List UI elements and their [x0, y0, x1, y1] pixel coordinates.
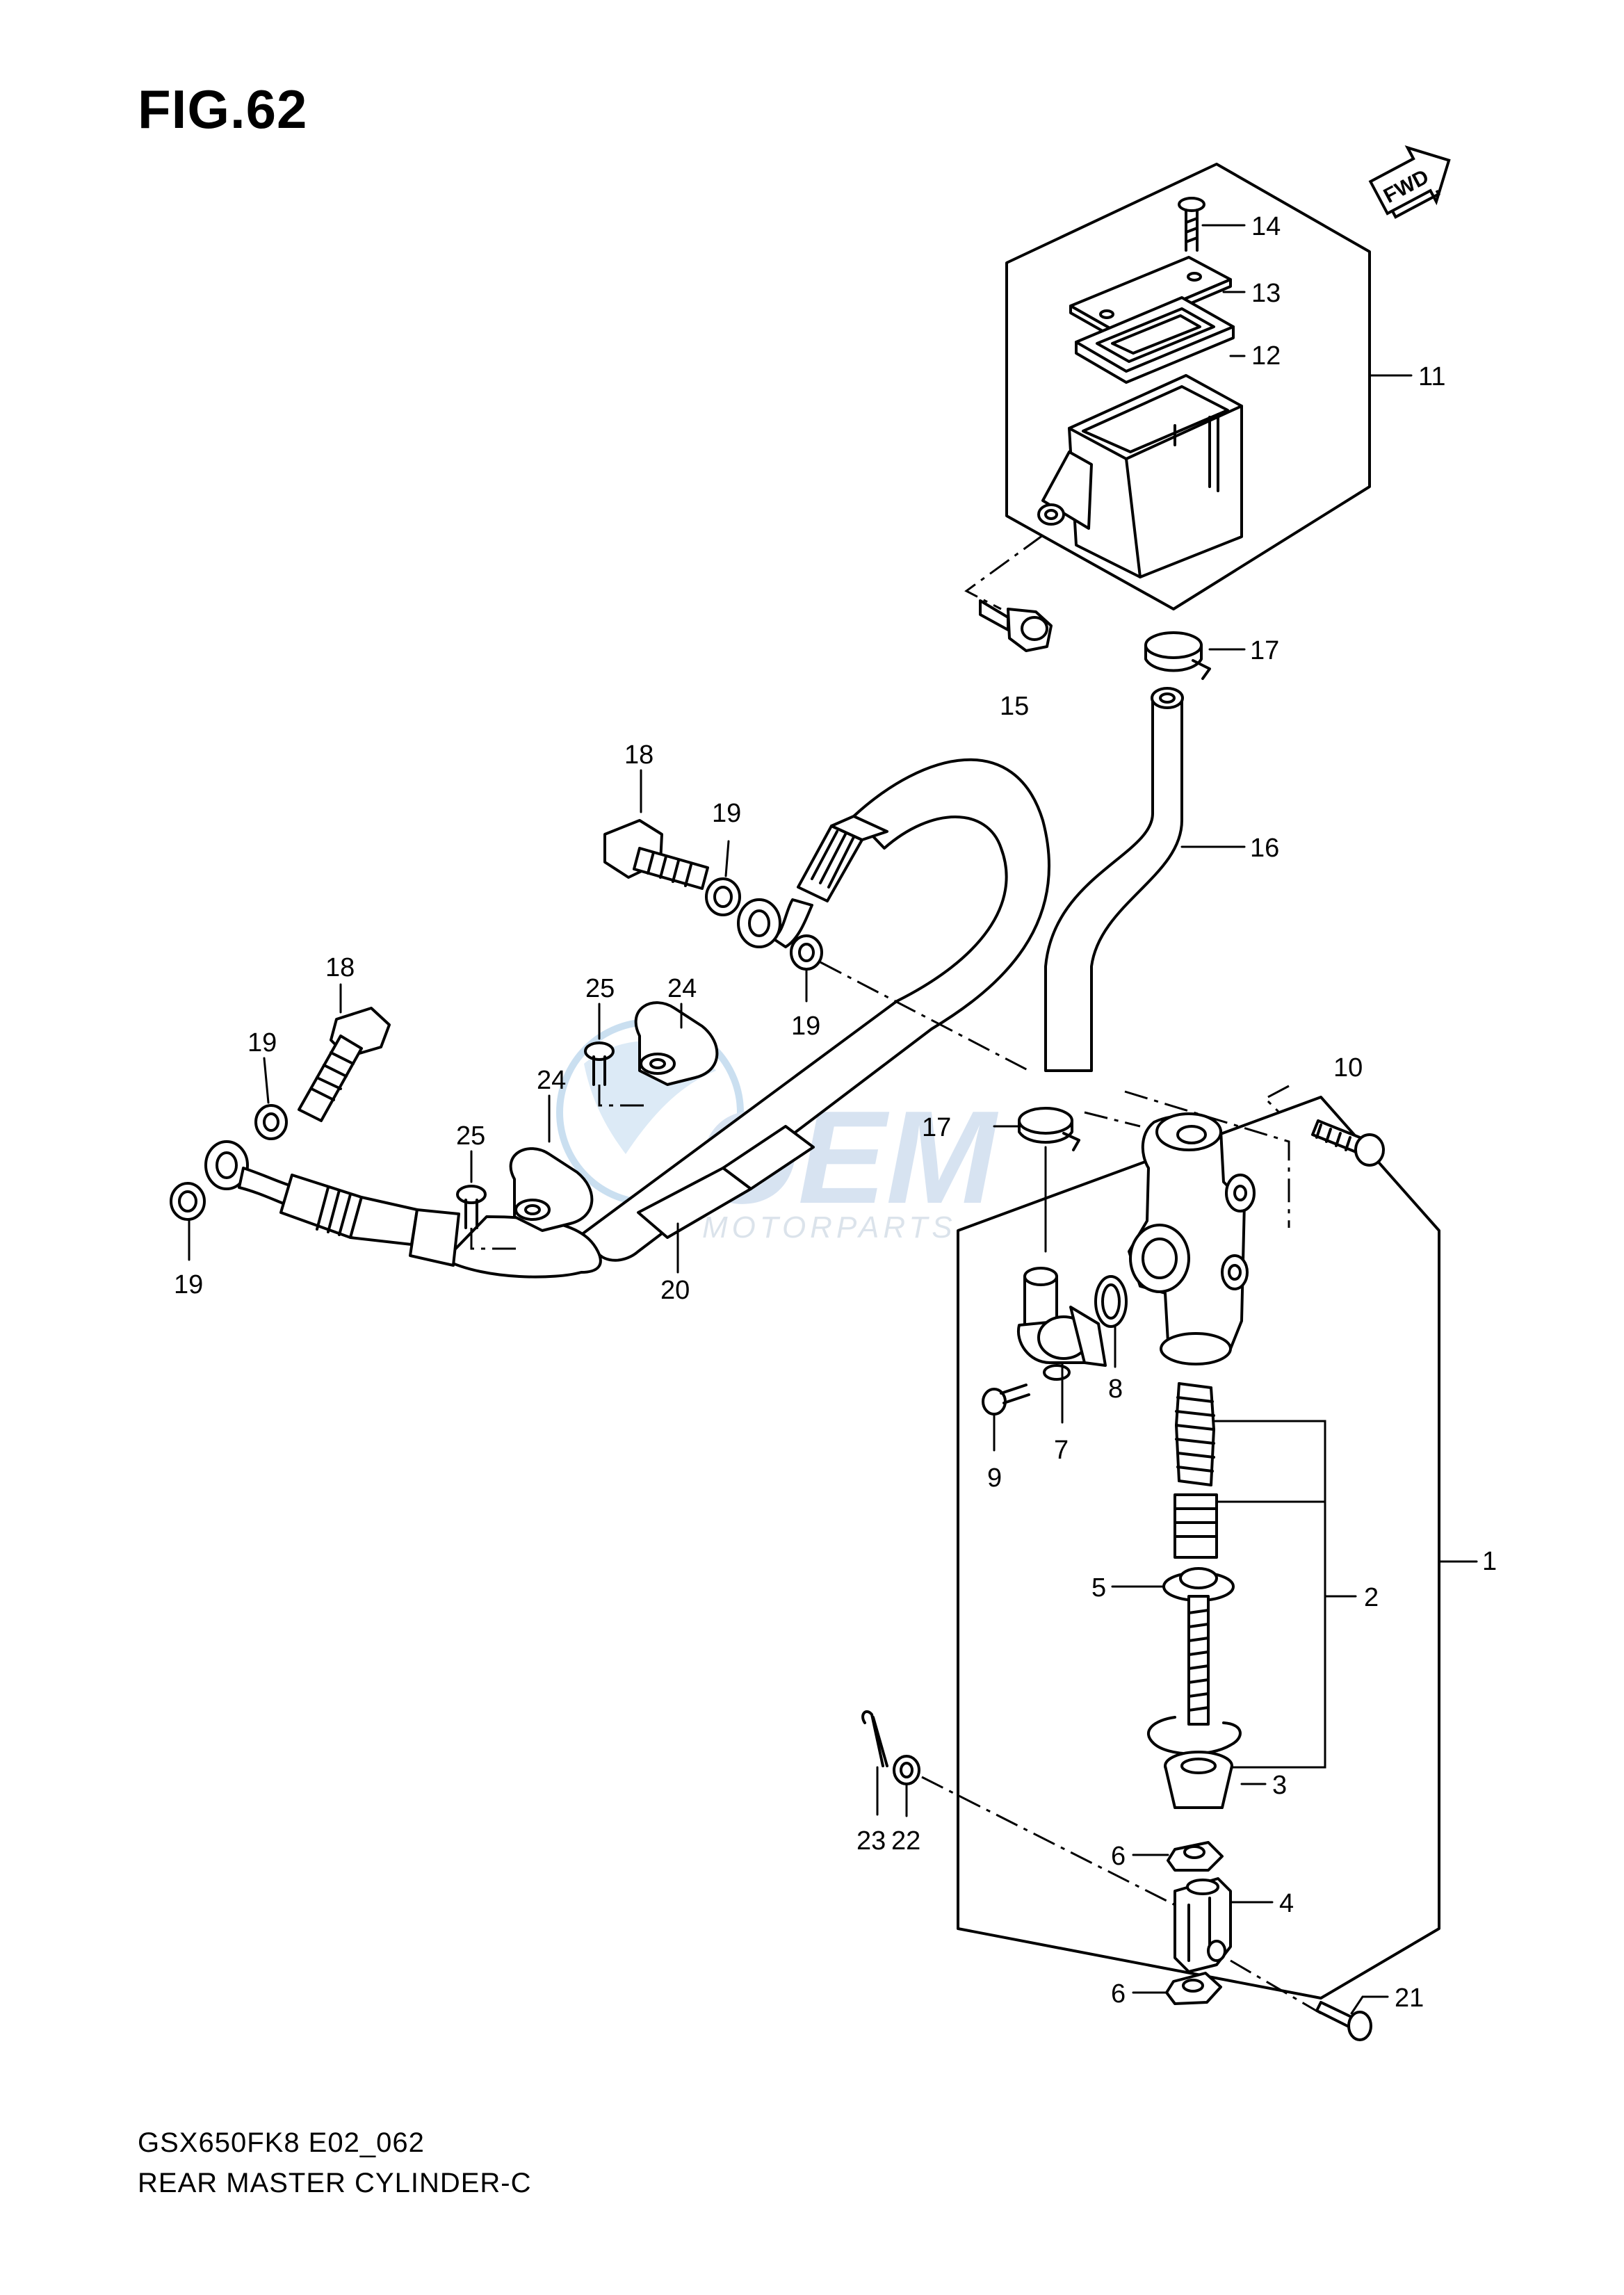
callout-label: 6	[1111, 1979, 1126, 2009]
hose-clamp-lower	[1018, 1107, 1080, 1151]
lock-nut	[1167, 1841, 1224, 1872]
elbow-screw	[982, 1384, 1030, 1416]
callout-label: 17	[1250, 636, 1279, 665]
mounting-bolt	[1311, 1119, 1385, 1167]
reservoir-cap-screw	[1178, 197, 1205, 252]
clamp-screw	[584, 1041, 615, 1086]
banjo-bolt-upper	[603, 819, 709, 890]
piston	[1174, 1493, 1218, 1559]
clevis-joint	[1174, 1877, 1232, 1973]
hose-clamp-upper	[1144, 631, 1211, 680]
callout-label: 18	[325, 953, 355, 982]
callout-label: 19	[174, 1270, 203, 1299]
reservoir-assembly-frame	[1005, 163, 1371, 610]
callout-label: 19	[247, 1028, 277, 1057]
callout-label: 5	[1091, 1573, 1106, 1603]
figure-title: FIG.62	[138, 79, 308, 140]
callout-label: 23	[856, 1826, 886, 1856]
hose-joint-elbow	[1016, 1267, 1107, 1381]
clamp-screw	[456, 1185, 487, 1229]
callout-label: 15	[1000, 692, 1029, 721]
callout-label: 3	[1272, 1771, 1287, 1800]
caption-name: REAR MASTER CYLINDER-C	[138, 2168, 532, 2198]
callout-label: 12	[1251, 341, 1281, 371]
callout-label: 17	[922, 1113, 951, 1142]
upper-banjo-fitting	[737, 815, 888, 948]
callout-label: 25	[585, 974, 615, 1003]
master-cylinder-body	[1128, 1112, 1256, 1365]
master-cylinder-assembly-frame	[957, 1096, 1440, 2000]
lower-banjo-fitting	[204, 1140, 460, 1267]
caption-model-code: GSX650FK8 E02_062	[138, 2127, 425, 2158]
reservoir-diaphragm	[1075, 296, 1235, 384]
callout-label: 24	[667, 974, 697, 1003]
dust-boot	[1164, 1751, 1233, 1809]
callout-label: 16	[1250, 834, 1279, 863]
callout-label: 24	[537, 1066, 566, 1095]
reservoir-hose	[1044, 687, 1184, 1072]
callout-label: 19	[791, 1012, 820, 1041]
callout-label: 13	[1251, 279, 1281, 308]
callout-label: 11	[1418, 362, 1445, 391]
callout-label: 14	[1251, 212, 1281, 241]
callout-label: 22	[891, 1826, 920, 1856]
cotter-pin	[861, 1710, 888, 1767]
callout-label: 8	[1108, 1374, 1123, 1404]
banjo-bolt-lower	[298, 1007, 391, 1122]
callout-label: 7	[1054, 1436, 1069, 1465]
callout-labels: 1 2 3 4 5 6 6 7 8 9 10 11 12 13 14 15 16…	[174, 212, 1497, 2013]
callout-label: 6	[1111, 1842, 1126, 1871]
return-spring	[1175, 1382, 1215, 1486]
clevis-pin	[1315, 2001, 1372, 2041]
reservoir-mount-bolt	[979, 599, 1053, 652]
callout-label: 2	[1364, 1583, 1379, 1612]
hose-clamp-bracket	[634, 1001, 719, 1086]
callout-label: 4	[1279, 1889, 1294, 1918]
watermark-tagline: MOTORPARTS	[702, 1210, 957, 1244]
reservoir-body	[1037, 374, 1243, 578]
callout-label: 18	[624, 740, 653, 770]
callout-label: 10	[1333, 1053, 1363, 1082]
brake-hose	[444, 758, 1050, 1279]
push-rod	[1162, 1567, 1235, 1726]
callout-label: 19	[712, 799, 741, 828]
callout-label: 1	[1482, 1547, 1497, 1576]
fwd-arrow-icon: FWD	[1368, 145, 1451, 219]
callout-label: 21	[1395, 1984, 1424, 2013]
callout-label: 9	[987, 1463, 1002, 1493]
callout-label: 20	[660, 1276, 690, 1305]
callout-label: 25	[456, 1121, 485, 1151]
hose-clamp-bracket	[509, 1147, 594, 1232]
